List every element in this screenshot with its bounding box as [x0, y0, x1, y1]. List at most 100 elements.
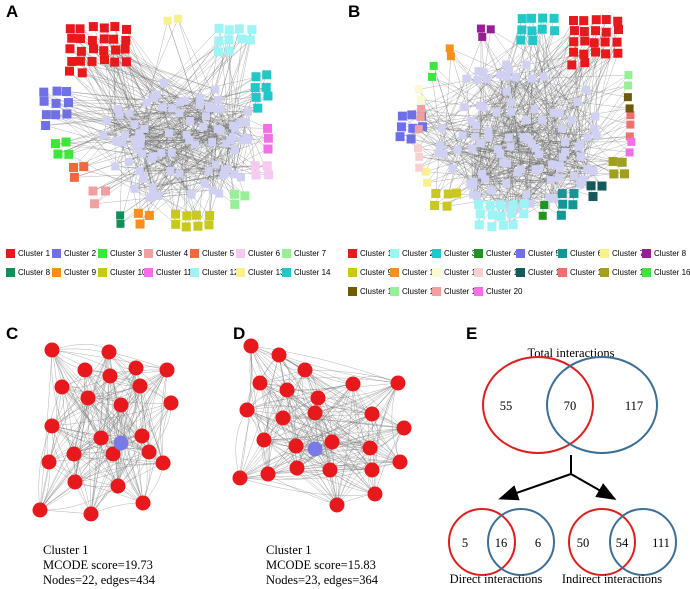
legend-a-item-4: Cluster 4	[144, 249, 188, 258]
cluster-net-d-gene-node	[239, 402, 255, 418]
network-b-cluster-8-node	[478, 32, 487, 41]
legend-b-item-2: Cluster 2	[390, 249, 434, 258]
network-b-core-node	[526, 199, 535, 208]
network-a-cluster-1-node	[109, 34, 119, 44]
network-b-core-node	[460, 103, 469, 112]
network-a-cluster-1-node	[121, 35, 131, 45]
cluster-net-d-gene-node	[279, 382, 295, 398]
network-a-cluster-1-node	[120, 44, 130, 54]
network-b-cluster-1-node	[613, 25, 623, 35]
cluster-net-d-gene-node	[324, 434, 340, 450]
cluster-net-d-gene-node	[252, 375, 268, 391]
legend-b-item-6: Cluster 6	[558, 249, 602, 258]
network-a-cluster-1-node	[67, 56, 77, 66]
network-b-core-node	[504, 133, 513, 142]
network-a-cluster-11-node	[263, 133, 273, 143]
network-a-cluster-2-node	[51, 110, 61, 120]
cluster-net-d-gene-node	[271, 347, 287, 363]
network-b-core-node	[589, 166, 598, 175]
cluster-net-c-gene-node	[128, 360, 144, 376]
network-a-core-node	[168, 104, 177, 113]
venn-total-blue-circle	[546, 356, 658, 454]
caption-d-score: MCODE score=15.83	[266, 558, 376, 572]
network-a-core-node	[211, 85, 220, 94]
network-a-cluster-1-node	[99, 46, 109, 56]
network-a-cluster-1-node	[100, 55, 110, 65]
network-a-cluster-12-node	[214, 23, 224, 33]
legend-a-item-1: Cluster 1	[6, 249, 50, 258]
network-b-core-node	[506, 98, 515, 107]
network-a-core-node	[130, 135, 139, 144]
network-a-cluster-4-node	[101, 186, 111, 196]
venn-direct-middle: 16	[495, 536, 508, 550]
network-a-cluster-9-node	[144, 210, 154, 220]
network-b-cluster-2-node	[474, 200, 484, 210]
network-b-core-node	[514, 204, 523, 213]
cluster-net-c-gene-node	[77, 362, 93, 378]
venn-total-title: Total interactions	[528, 346, 615, 360]
legend-a-item-7: Cluster 7	[282, 249, 326, 258]
network-b-cluster-1-node	[579, 49, 589, 59]
cluster-net-d-gene-node	[367, 486, 383, 502]
network-a-core-node	[201, 112, 210, 121]
cluster-net-d-nodes	[232, 338, 412, 513]
cluster-net-c-gene-node	[141, 444, 157, 460]
network-a-core-node	[138, 149, 147, 158]
network-a-core-node	[167, 148, 176, 157]
legend-a-item-14: Cluster 14	[282, 268, 330, 277]
network-a-cluster-12-node	[224, 35, 234, 45]
cluster-net-d-gene-node	[362, 440, 378, 456]
network-a-cluster-12-node	[213, 47, 223, 57]
network-b-core-node	[548, 160, 557, 169]
network-a-cluster-12-node	[247, 25, 257, 35]
network-a-core-node	[113, 104, 122, 113]
network-a-core-node	[243, 107, 252, 116]
network-a-cluster-10-node	[182, 211, 192, 221]
legend-a-item-2: Cluster 2	[52, 249, 96, 258]
network-a-core-node	[231, 124, 240, 133]
legend-b-swatch-16	[642, 268, 651, 277]
network-a-cluster-1-node	[88, 22, 98, 32]
network-a-cluster-10-node	[204, 220, 214, 230]
caption-c-score: MCODE score=19.73	[43, 558, 153, 572]
caption-cluster-d: Cluster 1 MCODE score=15.83 Nodes=23, ed…	[266, 543, 378, 588]
legend-a-label-10: Cluster 10	[110, 268, 147, 277]
network-a-core-node	[145, 193, 154, 202]
network-b-cluster-1-node	[569, 37, 579, 47]
network-b-cluster-1-node	[600, 37, 610, 47]
network-b-cluster-1-node	[601, 27, 611, 37]
legend-b-label-10: Cluster 10	[402, 268, 439, 277]
network-a-cluster-1-node	[76, 46, 86, 56]
network-a-core-node	[219, 170, 228, 179]
network-a-core-node	[115, 110, 124, 119]
network-b-core-node	[522, 190, 531, 199]
network-b-cluster-6-node	[558, 199, 568, 209]
legend-b-item-4: Cluster 4	[474, 249, 518, 258]
network-b-core-node	[482, 75, 491, 84]
network-a-cluster-3-node	[64, 149, 74, 159]
network-b-cluster-5-node	[406, 134, 416, 144]
network-b-core-node	[535, 150, 544, 159]
cluster-net-d-hub-node	[307, 441, 323, 457]
network-b-cluster-16-node	[429, 61, 438, 70]
network-a-cluster-10-node	[193, 221, 203, 231]
legend-b-item-20: Cluster 20	[474, 287, 522, 296]
network-b-core-node	[493, 145, 502, 154]
network-a-cluster-2-node	[62, 87, 72, 97]
network-a-core-node	[186, 117, 195, 126]
network-a-core-node	[222, 139, 231, 148]
panel-label-c: C	[6, 324, 19, 343]
network-b-core-node	[590, 124, 599, 133]
network-b-cluster-15-node	[608, 156, 618, 166]
legend-b-swatch-6	[558, 249, 567, 258]
network-b-cluster-7-node	[423, 178, 432, 187]
network-a-core-node	[149, 152, 158, 161]
network-a-core-node	[242, 133, 251, 142]
legend-a-label-5: Cluster 5	[202, 249, 235, 258]
network-b-cluster-3-node	[537, 24, 547, 34]
network-a-core-node	[152, 90, 161, 99]
network-a-cluster-1-node	[122, 24, 132, 34]
network-b-core-node	[550, 194, 559, 203]
network-b-core-node	[583, 165, 592, 174]
legend-b-label-6: Cluster 6	[570, 249, 603, 258]
